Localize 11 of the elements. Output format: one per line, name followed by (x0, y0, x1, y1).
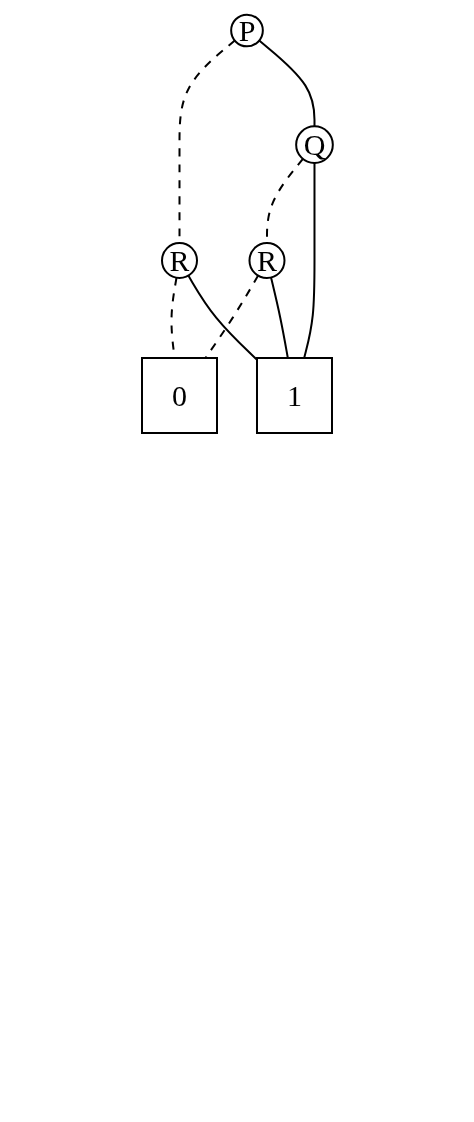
connector (257, 39, 316, 128)
connector (269, 276, 289, 359)
node-circle: P (229, 13, 264, 48)
node-circle: R (248, 242, 286, 279)
connector (204, 274, 259, 359)
connector (302, 162, 316, 359)
node-circle: Q (294, 125, 334, 164)
node-box: 1 (255, 357, 333, 434)
node-circle: R (160, 242, 198, 279)
node-box: 0 (140, 357, 218, 434)
connector (186, 274, 258, 361)
